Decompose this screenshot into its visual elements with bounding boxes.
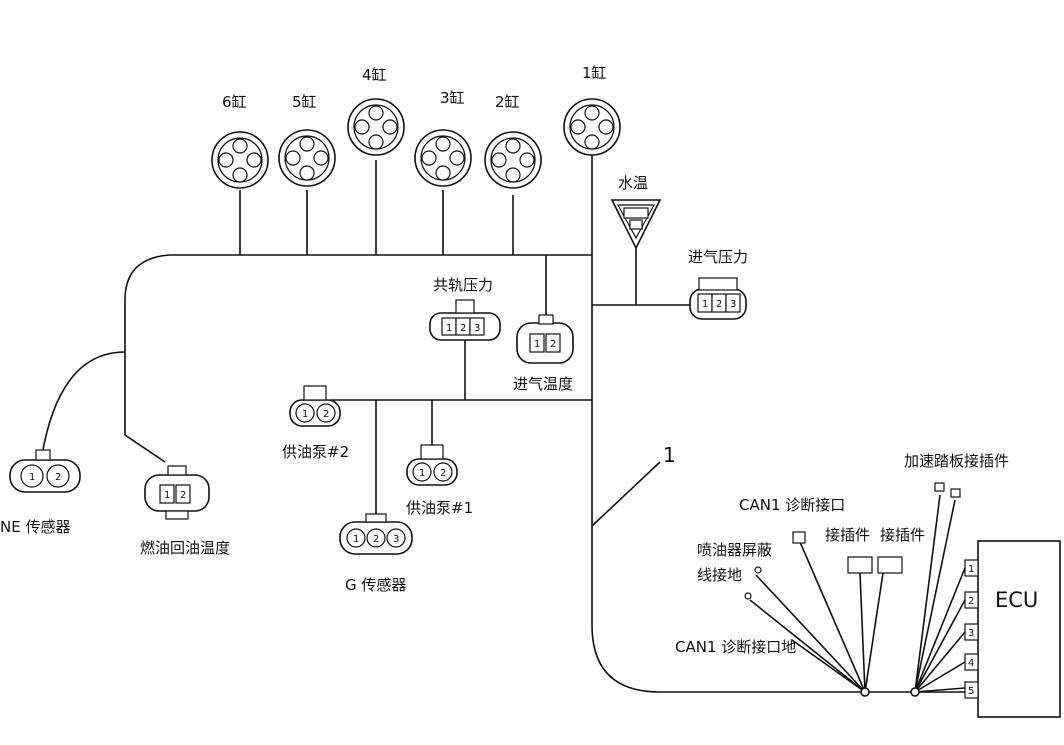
pin-2: 2 [440,468,446,479]
rail-pressure-label: 共轨压力 [433,276,493,294]
ecu-pin-1: 1 [964,559,979,577]
pin-2: 2 [460,323,466,334]
intake-pressure-label: 进气压力 [688,248,748,266]
pin-3: 3 [474,323,480,334]
ecu-fanout-wires [749,494,966,697]
pin-1: 1 [534,339,540,350]
pedal-connector-label: 加速踏板接插件 [904,452,1009,470]
svg-text:4: 4 [968,658,974,669]
injector-shield-label-line1: 喷油器屏蔽 [697,541,772,559]
injector-3: 3缸 [414,89,472,187]
splice-point-left [860,687,870,697]
ecu-unit: ECU 1 2 3 4 5 [964,540,1061,718]
injector-4-label: 4缸 [362,66,387,84]
connector-b-label: 接插件 [880,526,925,544]
pin-1: 1 [302,409,308,420]
pin-1: 1 [353,534,359,545]
connector-a-label: 接插件 [825,526,870,544]
injector-shield-label-line2: 线接地 [697,566,742,584]
ne-sensor-connector: 1 2 NE 传感器 [0,449,81,536]
injector-5-label: 5缸 [292,93,317,111]
injector-5: 5缸 [278,93,336,187]
fuel-return-temp-connector: 1 2 燃油回油温度 [140,465,230,557]
pin-1: 1 [29,472,35,483]
ecu-pin-2: 2 [964,591,979,609]
pin-1: 1 [702,299,708,310]
harness-wires [41,125,975,693]
water-temp-sensor: 水温 [610,174,662,250]
injector-4: 4缸 [347,66,405,156]
wire-terminals [744,482,961,600]
pin-1: 1 [446,323,452,334]
injector-6-label: 6缸 [222,93,247,111]
can1-port-label: CAN1 诊断接口 [739,496,845,514]
svg-text:3: 3 [968,628,974,639]
pin-2: 2 [716,299,722,310]
pin-2: 2 [323,409,329,420]
harness-reference-number: 1 [663,443,676,467]
splice-point-right [910,687,920,697]
rail-pressure-sensor: 1 2 3 共轨压力 [429,276,501,341]
pin-2: 2 [373,534,379,545]
pin-1: 1 [419,468,425,479]
svg-text:1: 1 [968,564,974,575]
connector-a-plug [847,556,873,574]
can1-ground-label: CAN1 诊断接口地 [675,638,796,656]
fuel-pump-2-connector: 1 2 供油泵#2 [282,385,349,461]
injector-6: 6缸 [211,93,269,189]
connector-b-plug [877,556,903,574]
injector-3-label: 3缸 [440,89,465,107]
svg-text:5: 5 [968,686,974,697]
ecu-label: ECU [995,588,1038,612]
ecu-pin-4: 4 [964,653,979,671]
intake-pressure-sensor: 1 2 3 进气压力 [688,248,748,320]
pin-2: 2 [550,339,556,350]
g-sensor-label: G 传感器 [345,576,406,594]
ne-sensor-label: NE 传感器 [0,518,70,536]
injector-1: 1缸 [563,64,621,156]
injector-1-label: 1缸 [582,64,607,82]
pin-1: 1 [164,490,170,501]
pin-3: 3 [730,299,736,310]
fuel-pump-1-connector: 1 2 供油泵#1 [406,444,473,517]
fuel-pump-2-label: 供油泵#2 [282,443,349,461]
ecu-pin-3: 3 [964,623,979,641]
fuel-pump-1-label: 供油泵#1 [406,499,473,517]
intake-temp-label: 进气温度 [513,375,573,393]
injector-2-label: 2缸 [495,93,520,111]
svg-text:2: 2 [968,596,974,607]
pin-2: 2 [180,490,186,501]
water-temp-label: 水温 [618,174,648,192]
pin-2: 2 [55,472,61,483]
fuel-return-temp-label: 燃油回油温度 [140,539,230,557]
injector-2: 2缸 [484,93,542,189]
intake-temp-sensor: 1 2 进气温度 [513,314,574,393]
pin-3: 3 [393,534,399,545]
g-sensor-connector: 1 2 3 G 传感器 [339,513,413,594]
ecu-pin-5: 5 [964,681,979,699]
